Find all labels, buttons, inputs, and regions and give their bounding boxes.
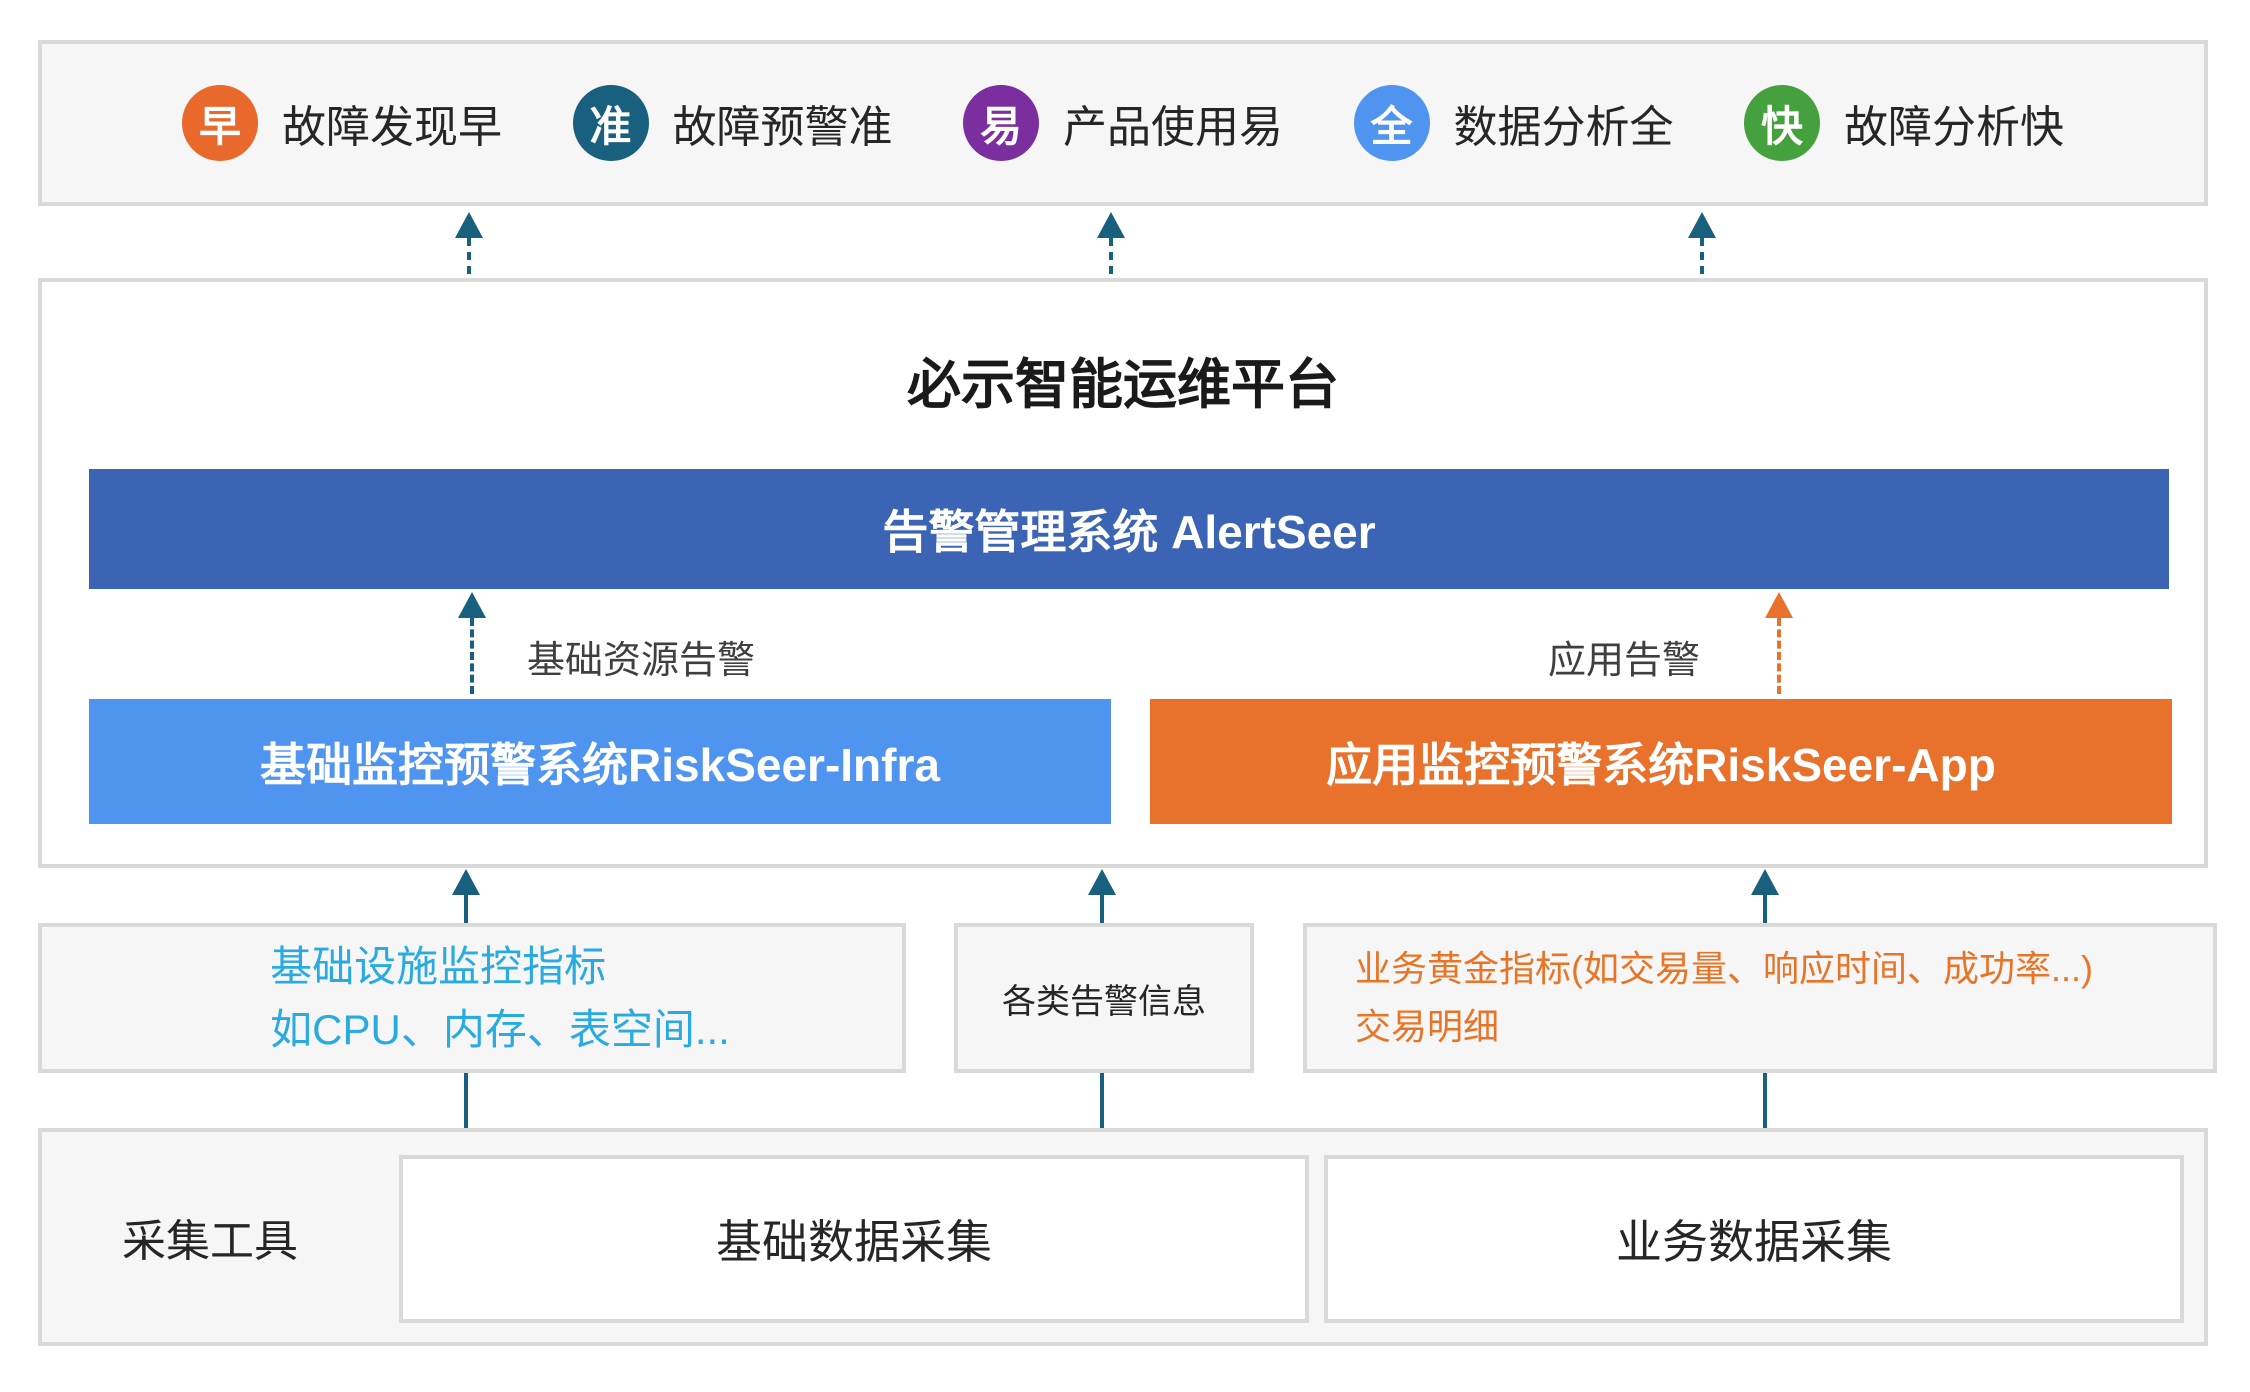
feature-label: 产品使用易 — [1063, 103, 1283, 152]
arrow-shaft — [1109, 238, 1113, 274]
dashed-arrow-up — [1097, 212, 1125, 274]
arrow-shaft — [1100, 895, 1104, 923]
business-metrics-line2: 交易明细 — [1355, 1006, 1500, 1047]
connector-line — [464, 1073, 468, 1130]
arrow-shaft — [470, 618, 474, 694]
arrow-head-icon — [452, 869, 480, 895]
collection-panel: 采集工具 基础数据采集 业务数据采集 — [38, 1128, 2208, 1346]
solid-arrow-up — [452, 869, 480, 923]
arrow-shaft — [464, 895, 468, 923]
infra-alert-label: 基础资源告警 — [527, 640, 756, 682]
arrow-head-icon — [1088, 869, 1116, 895]
feature-label: 数据分析全 — [1453, 103, 1674, 152]
riskseer-app-bar: 应用监控预警系统RiskSeer-App — [1150, 699, 2172, 824]
feature-badge-icon: 快 — [1744, 85, 1820, 161]
arrow-head-icon — [458, 592, 486, 618]
feature-badge-icon: 全 — [1353, 85, 1430, 161]
features-bar: 早 故障发现早 准 故障预警准 易 产品使用易 全 数据分析全 快 故障分析快 — [38, 40, 2208, 206]
connector-line — [1763, 1073, 1767, 1130]
collection-label: 采集工具 — [122, 1217, 298, 1266]
feature-badge-icon: 准 — [572, 85, 649, 161]
arrow-head-icon — [455, 212, 483, 238]
app-alert-dashed-arrow — [1765, 592, 1793, 694]
business-data-collect-box: 业务数据采集 — [1324, 1155, 2184, 1323]
arrow-shaft — [467, 238, 471, 274]
business-metrics-box: 业务黄金指标(如交易量、响应时间、成功率...) 交易明细 — [1303, 923, 2217, 1073]
dashed-arrow-up — [455, 212, 483, 274]
feature-item: 准 故障预警准 — [572, 85, 893, 161]
arrow-shaft — [1777, 618, 1781, 694]
feature-item: 全 数据分析全 — [1353, 85, 1674, 161]
feature-label: 故障发现早 — [282, 103, 502, 152]
app-alert-label: 应用告警 — [1548, 640, 1701, 682]
riskseer-infra-bar: 基础监控预警系统RiskSeer-Infra — [89, 699, 1111, 824]
dashed-arrow-up — [1688, 212, 1716, 274]
feature-badge-icon: 早 — [182, 85, 258, 161]
infra-metrics-line2: 如CPU、内存、表空间... — [270, 1006, 730, 1053]
arrow-shaft — [1763, 895, 1767, 923]
business-metrics-line1: 业务黄金指标(如交易量、响应时间、成功率...) — [1355, 948, 2093, 990]
feature-label: 故障分析快 — [1844, 103, 2064, 152]
arrow-head-icon — [1751, 869, 1779, 895]
feature-item: 早 故障发现早 — [182, 85, 502, 161]
platform-panel: 必示智能运维平台 告警管理系统 AlertSeer 基础资源告警 应用告警 基础… — [38, 278, 2208, 868]
alerts-info-box: 各类告警信息 — [954, 923, 1254, 1073]
feature-item: 易 产品使用易 — [963, 85, 1283, 161]
feature-badge-icon: 易 — [963, 85, 1039, 161]
arrow-head-icon — [1765, 592, 1793, 618]
solid-arrow-up — [1751, 869, 1779, 923]
infra-alert-dashed-arrow — [458, 592, 486, 694]
feature-item: 快 故障分析快 — [1744, 85, 2064, 161]
connector-line — [1100, 1073, 1104, 1130]
alertseer-system-bar: 告警管理系统 AlertSeer — [89, 469, 2169, 589]
platform-title: 必示智能运维平台 — [907, 355, 1339, 415]
arrow-head-icon — [1688, 212, 1716, 238]
infra-metrics-line1: 基础设施监控指标 — [270, 943, 607, 990]
arrow-head-icon — [1097, 212, 1125, 238]
feature-label: 故障预警准 — [672, 103, 893, 152]
arrow-shaft — [1700, 238, 1704, 274]
infra-metrics-text: 基础设施监控指标 如CPU、内存、表空间... — [270, 935, 730, 1061]
infra-metrics-box: 基础设施监控指标 如CPU、内存、表空间... — [38, 923, 906, 1073]
basic-data-collect-box: 基础数据采集 — [399, 1155, 1309, 1323]
solid-arrow-up — [1088, 869, 1116, 923]
